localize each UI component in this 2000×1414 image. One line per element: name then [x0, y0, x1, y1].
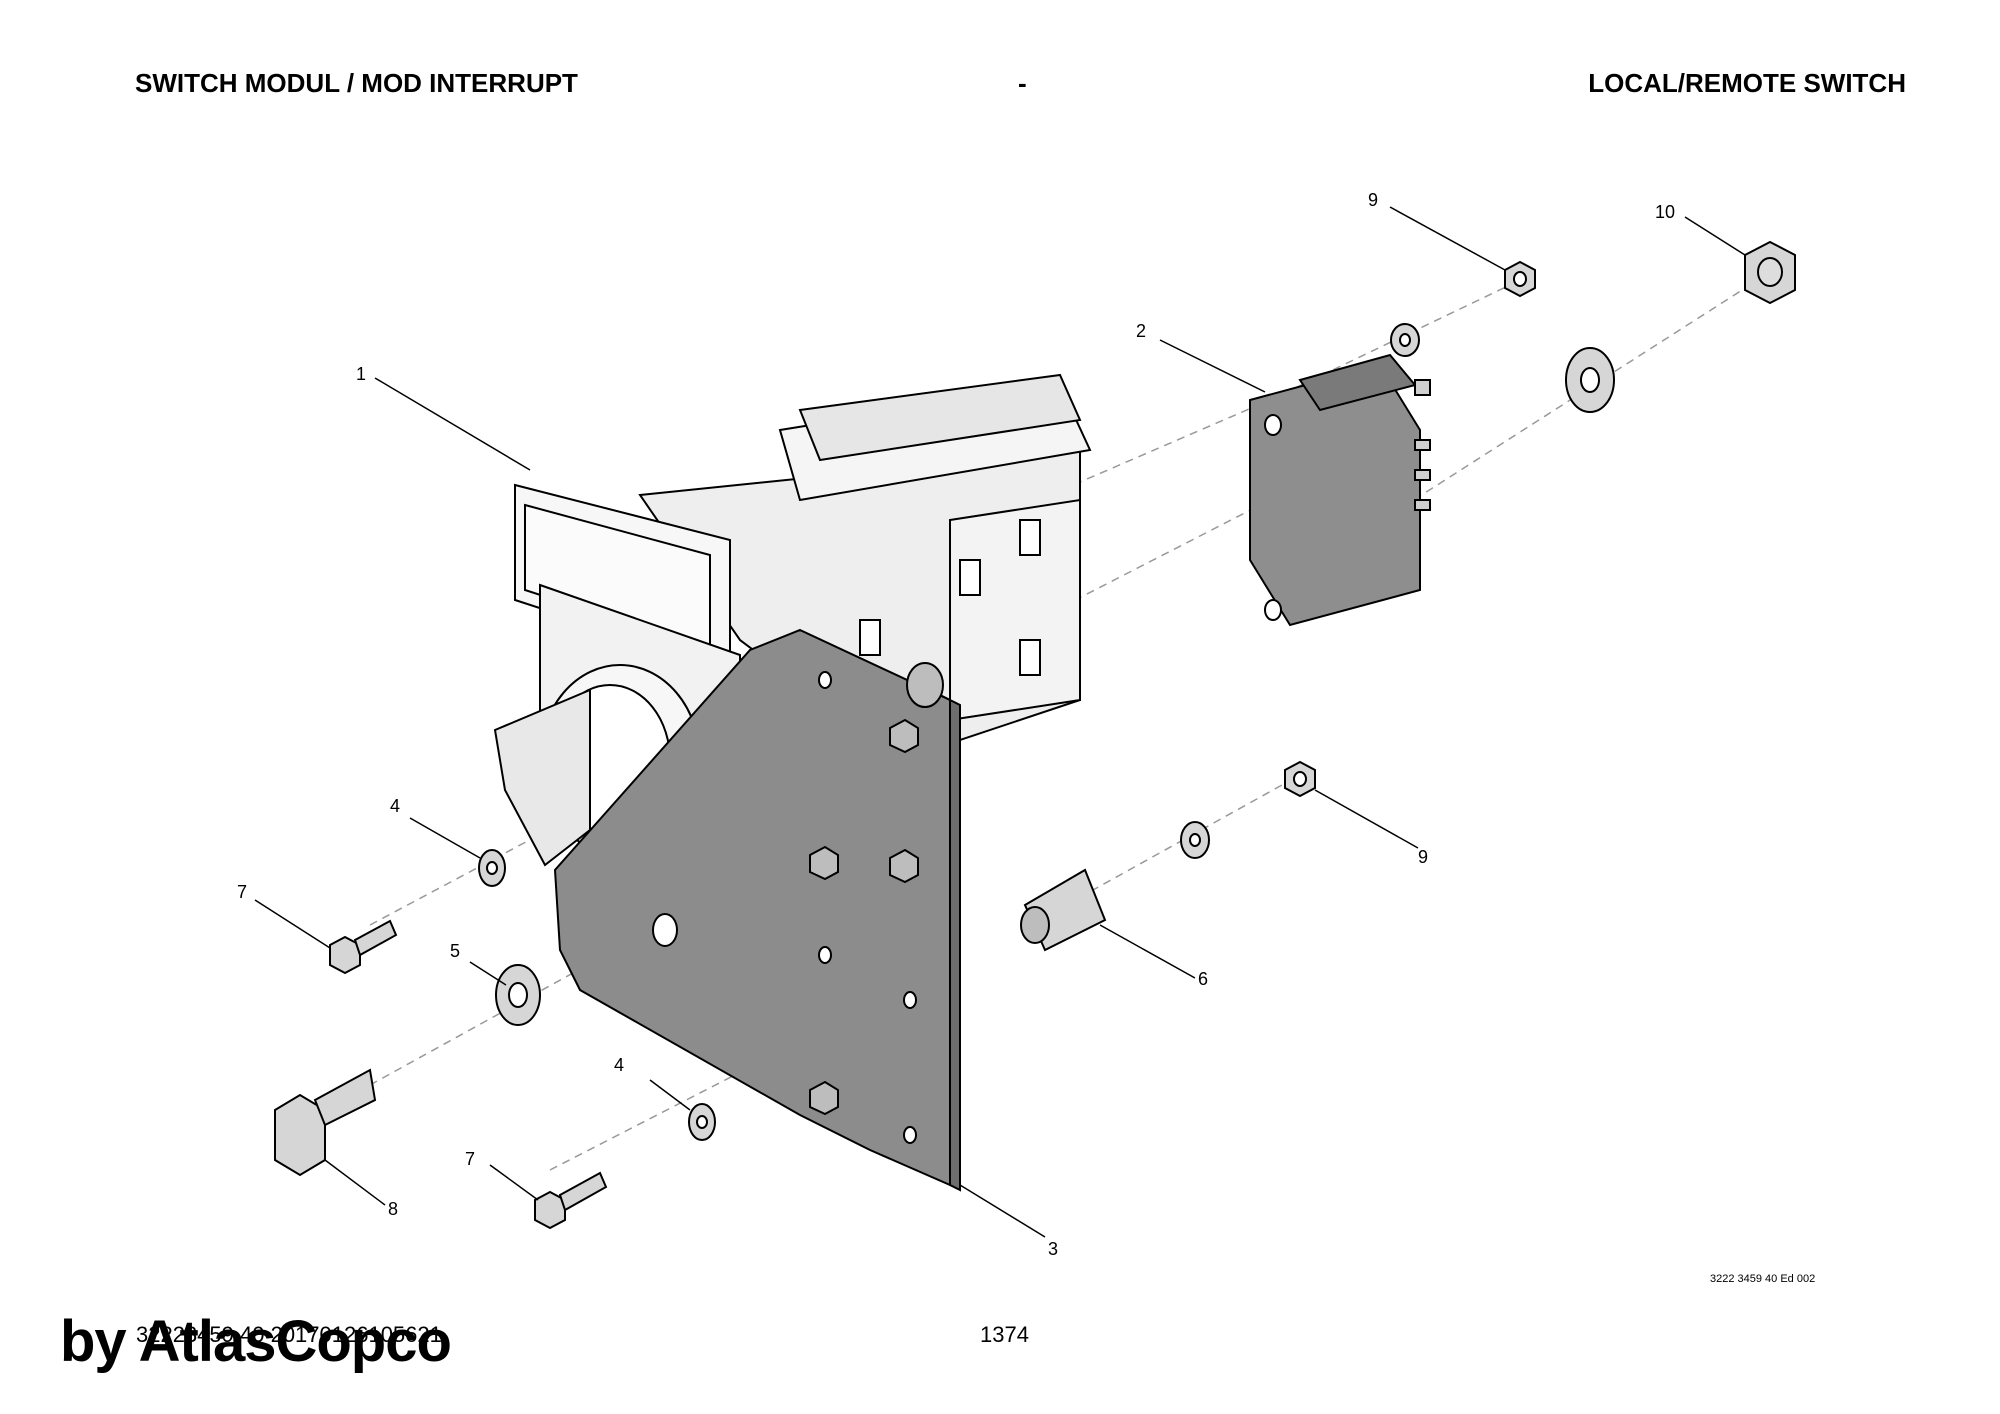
mounting-plate	[553, 628, 961, 1192]
callout-3: 3	[1048, 1239, 1058, 1259]
drawing-reference: 3222 3459 40 Ed 002	[1710, 1273, 1816, 1285]
callout-4-upper: 4	[390, 796, 400, 816]
washer-4-lower	[688, 1103, 716, 1141]
header-title-left: SWITCH MODUL / MOD INTERRUPT	[135, 68, 578, 98]
washer-upper-large	[1565, 347, 1615, 413]
footer-document-id: 32223459 40 20170126105621	[136, 1322, 442, 1347]
bolt-8	[274, 1068, 377, 1177]
callout-10: 10	[1655, 202, 1675, 222]
callout-labels: 1 2 3 4 4 5 6 7 7 8 9 9 10	[237, 190, 1675, 1259]
callout-7-upper: 7	[237, 882, 247, 902]
hex-nut-9-lower	[1284, 760, 1316, 798]
spacer-6	[1020, 868, 1107, 952]
hex-nut-9-upper	[1504, 260, 1536, 298]
callout-9-lower: 9	[1418, 847, 1428, 867]
callout-2: 2	[1136, 321, 1146, 341]
callout-4-lower: 4	[614, 1055, 624, 1075]
header-title-right: LOCAL/REMOTE SWITCH	[1588, 68, 1906, 98]
callout-9-upper: 9	[1368, 190, 1378, 210]
washer-right-small	[1180, 821, 1210, 859]
washer-4-upper	[478, 849, 506, 887]
footer-page-number: 1374	[980, 1322, 1029, 1347]
callout-8: 8	[388, 1199, 398, 1219]
callout-1: 1	[356, 364, 366, 384]
washer-upper-small	[1390, 323, 1420, 357]
rotary-switch-body	[493, 373, 1092, 892]
contact-block	[1249, 353, 1431, 627]
header-separator: -	[1018, 68, 1027, 98]
callout-5: 5	[450, 941, 460, 961]
washer-5	[495, 964, 541, 1026]
watermark-text: by AtlasCopco	[60, 1309, 452, 1374]
callout-6: 6	[1198, 969, 1208, 989]
hardware-parts	[274, 240, 1796, 1230]
hex-nut-10	[1744, 240, 1796, 305]
screw-7-upper	[329, 919, 398, 975]
leader-lines	[254, 206, 1746, 1238]
screw-7-lower	[534, 1171, 608, 1230]
callout-7-lower: 7	[465, 1149, 475, 1169]
